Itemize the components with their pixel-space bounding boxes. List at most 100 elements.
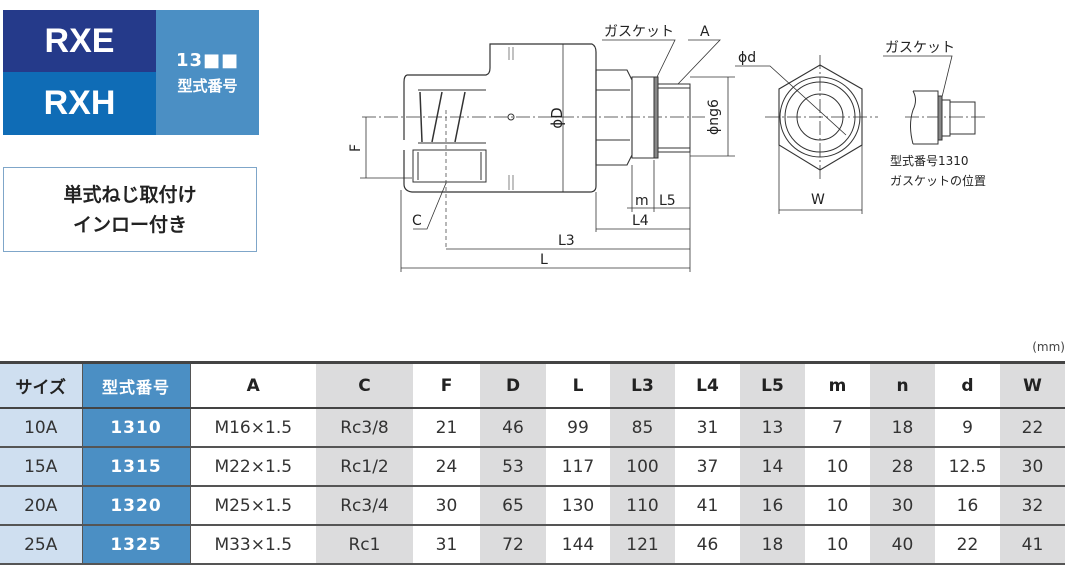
label-a: A (700, 24, 710, 40)
table-cell: Rc3/4 (316, 486, 413, 526)
table-cell: 46 (675, 525, 740, 565)
table-cell: 53 (480, 447, 546, 487)
table-cell: M16×1.5 (190, 408, 316, 448)
column-header-3: C (316, 362, 413, 409)
label-phid: ϕd (738, 50, 756, 66)
column-header-0: サイズ (0, 362, 82, 409)
label-l3: L3 (558, 233, 575, 249)
column-header-1: 型式番号 (81, 362, 191, 409)
table-cell: 18 (740, 525, 805, 565)
table-cell: 110 (610, 486, 675, 526)
column-header-10: m (805, 362, 870, 409)
label-phing6: ϕng6 (706, 99, 722, 135)
table-cell: 10 (805, 447, 870, 487)
feature-line-2: インロー付き (72, 213, 187, 236)
table-cell: 25A (0, 525, 82, 565)
table-cell: 41 (675, 486, 740, 526)
table-cell: 100 (610, 447, 675, 487)
table-cell: 16 (740, 486, 805, 526)
column-header-2: A (190, 362, 316, 409)
series-rxe: RXE (3, 10, 156, 72)
table-cell: 10 (805, 525, 870, 565)
table-cell: 121 (610, 525, 675, 565)
label-l: L (540, 252, 548, 268)
table-cell: Rc3/8 (316, 408, 413, 448)
table-cell: M33×1.5 (190, 525, 316, 565)
table-cell: 14 (740, 447, 805, 487)
column-header-13: W (1000, 362, 1065, 409)
table-cell: 1310 (81, 408, 191, 448)
table-cell: 18 (870, 408, 935, 448)
label-l4: L4 (632, 213, 649, 229)
column-header-4: F (413, 362, 480, 409)
label-gasket-2: ガスケット (885, 40, 955, 56)
table-cell: 7 (805, 408, 870, 448)
column-header-8: L4 (675, 362, 740, 409)
label-gasket: ガスケット (604, 24, 674, 40)
label-c: C (412, 213, 422, 229)
table-cell: 65 (480, 486, 546, 526)
table-cell: 1325 (81, 525, 191, 565)
note-model: 型式番号1310 (890, 154, 969, 168)
table-cell: 22 (935, 525, 1000, 565)
table-cell: M25×1.5 (190, 486, 316, 526)
table-cell: 24 (413, 447, 480, 487)
table-cell: 85 (610, 408, 675, 448)
table-cell: 31 (413, 525, 480, 565)
column-header-12: d (935, 362, 1000, 409)
table-cell: 10 (805, 486, 870, 526)
column-header-7: L3 (610, 362, 675, 409)
column-header-5: D (480, 362, 546, 409)
series-badge: RXE RXH 13■■ 型式番号 (3, 10, 259, 135)
label-m: m (635, 193, 649, 209)
model-code: 13■■ (175, 49, 240, 71)
table-cell: 41 (1000, 525, 1065, 565)
table-cell: 10A (0, 408, 82, 448)
model-label: 型式番号 (177, 76, 238, 95)
gasket (653, 76, 659, 159)
table-cell: 16 (935, 486, 1000, 526)
series-rxh: RXH (3, 72, 156, 135)
unit-label: (mm) (1032, 340, 1065, 354)
table-cell: 28 (870, 447, 935, 487)
hex-nut (595, 69, 633, 166)
table-cell: 144 (546, 525, 610, 565)
table-cell: 15A (0, 447, 82, 487)
label-l5: L5 (659, 193, 676, 209)
model-number-box: 13■■ 型式番号 (156, 10, 259, 135)
label-phid-body: ϕD (548, 107, 566, 128)
table-cell: 30 (870, 486, 935, 526)
table-cell: 46 (480, 408, 546, 448)
valve-body (403, 43, 597, 193)
thread-a (657, 83, 691, 153)
table-cell: 130 (546, 486, 610, 526)
table-cell: 31 (675, 408, 740, 448)
table-cell: 37 (675, 447, 740, 487)
feature-box: 単式ねじ取付け インロー付き (3, 167, 257, 252)
table-cell: 13 (740, 408, 805, 448)
spring (419, 91, 466, 143)
table-cell: 20A (0, 486, 82, 526)
table-cell: 72 (480, 525, 546, 565)
table-cell: 1315 (81, 447, 191, 487)
table-cell: 117 (546, 447, 610, 487)
centerlines (362, 55, 985, 182)
table-cell: 12.5 (935, 447, 1000, 487)
label-f: F (348, 144, 364, 152)
feature-line-1: 単式ねじ取付け (63, 183, 197, 206)
table-cell: 99 (546, 408, 610, 448)
table-cell: 30 (413, 486, 480, 526)
table-cell: 9 (935, 408, 1000, 448)
table-cell: 22 (1000, 408, 1065, 448)
table-cell: 32 (1000, 486, 1065, 526)
hex-end-view (778, 64, 863, 171)
table-cell: M22×1.5 (190, 447, 316, 487)
table-cell: 1320 (81, 486, 191, 526)
column-header-11: n (870, 362, 935, 409)
